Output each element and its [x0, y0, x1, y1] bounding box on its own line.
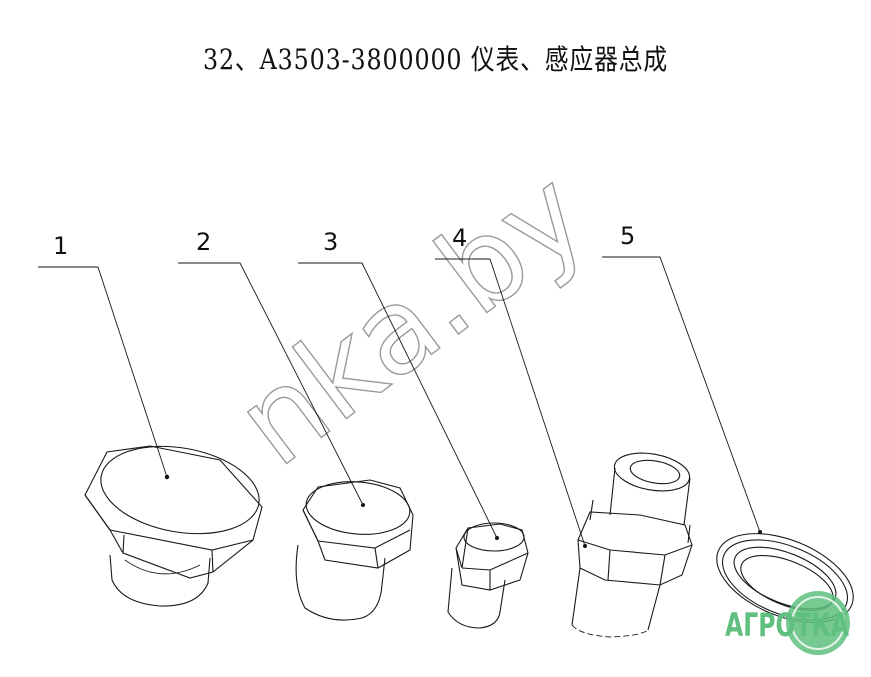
callout-number-5: 5 [620, 222, 635, 250]
agrotka-logo: АГРОТКА [725, 591, 850, 655]
callout-number-4: 4 [452, 224, 467, 252]
part-3-hex-plug-small [447, 522, 529, 629]
leader-line-3 [298, 262, 498, 539]
callout-numbers: 1 2 3 4 5 [53, 222, 635, 260]
logo-text: АГРОТКА [725, 606, 850, 644]
leader-line-5 [602, 256, 761, 533]
leader-line-4 [435, 258, 586, 547]
leader-lines [38, 256, 761, 547]
part-5-sealing-washer [716, 530, 854, 623]
leader-line-2 [178, 262, 364, 506]
part-1-hex-plug-large [84, 445, 263, 607]
part-2-hex-plug-medium [295, 479, 414, 621]
logo-circle [786, 591, 850, 655]
callout-number-1: 1 [53, 232, 68, 260]
leader-line-1 [38, 266, 168, 478]
diagram-title: 32、A3503-3800000 仪表、感应器总成 [202, 43, 669, 76]
watermark-text: nka.by [212, 144, 611, 492]
callout-number-3: 3 [323, 228, 338, 256]
part-4-adapter-fitting [571, 452, 693, 638]
callout-number-2: 2 [196, 228, 211, 256]
